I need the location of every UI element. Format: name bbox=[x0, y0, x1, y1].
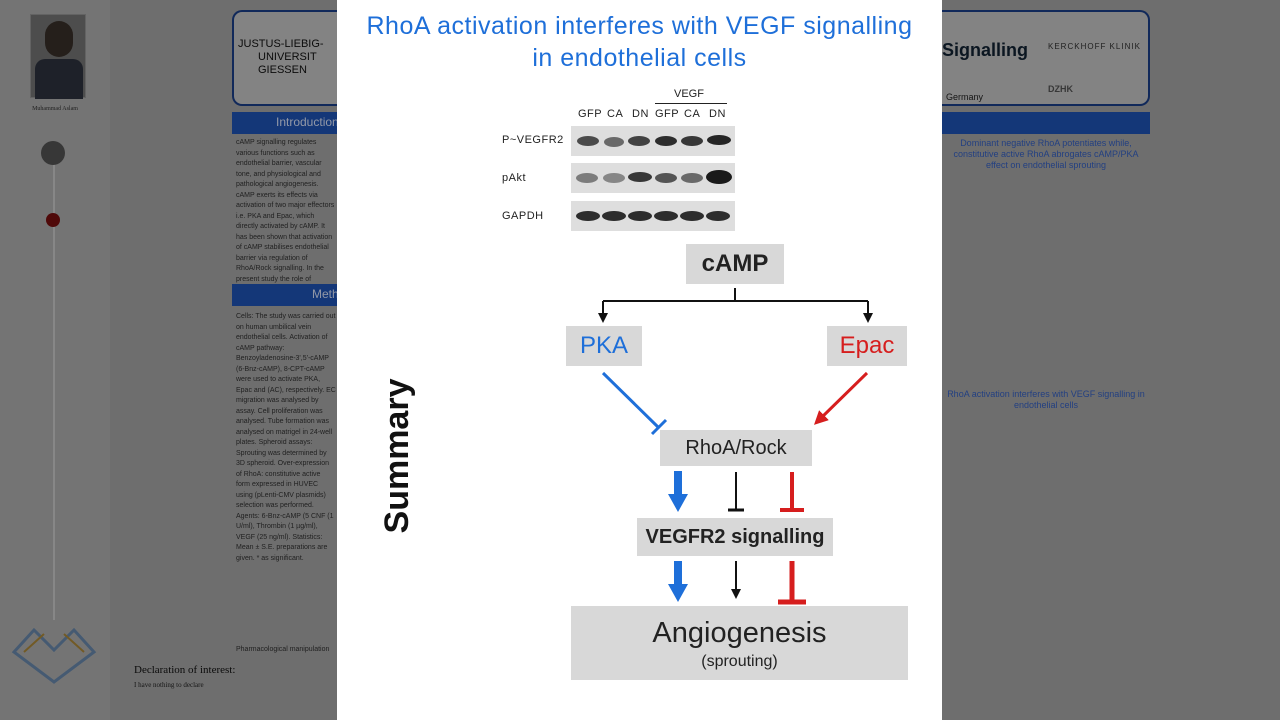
poster-header-right: Signalling Germany KERCKHOFF KLINIK DZHK bbox=[940, 10, 1150, 106]
poster-title-fragment: Signalling bbox=[942, 40, 1029, 60]
presenter-name: Muhammad Aslam bbox=[32, 106, 78, 112]
progress-track bbox=[53, 150, 55, 620]
slide-title-line: in endothelial cells bbox=[532, 44, 747, 72]
lane-label: CA bbox=[607, 108, 624, 120]
lane-label: DN bbox=[709, 108, 726, 120]
blot-row-label: P~VEGFR2 bbox=[502, 134, 564, 146]
blot-strip-pakt bbox=[571, 163, 735, 193]
vegfr2-node: VEGFR2 signalling bbox=[637, 518, 833, 556]
pharm-label: Pharmacological manipulation bbox=[236, 646, 330, 653]
lane-label: CA bbox=[684, 108, 701, 120]
camp-node: cAMP bbox=[686, 244, 784, 284]
nav-dot-active[interactable] bbox=[46, 213, 60, 227]
nav-dot[interactable] bbox=[41, 141, 65, 165]
rhoa-rock-node: RhoA/Rock bbox=[660, 430, 812, 466]
inhibit-pka-rhoa bbox=[601, 371, 661, 430]
pathway-diagram bbox=[598, 288, 873, 605]
blot-group-label: VEGF bbox=[674, 88, 704, 100]
kerckhoff-logo: KERCKHOFF KLINIK bbox=[1048, 42, 1141, 51]
university-line: GIESSEN bbox=[258, 64, 307, 76]
presenter-avatar bbox=[30, 14, 86, 99]
section-bar-right bbox=[940, 112, 1150, 134]
section-intro: Introduction bbox=[232, 112, 340, 134]
results-pane: Dominant negative RhoA potentiates while… bbox=[942, 138, 1150, 668]
blue-arrow-2 bbox=[668, 561, 688, 602]
blot-row-label: pAkt bbox=[502, 172, 527, 184]
network-logo bbox=[11, 627, 97, 684]
university-line: UNIVERSIT bbox=[258, 51, 317, 63]
slide-title-line: RhoA activation interferes with VEGF sig… bbox=[366, 12, 913, 40]
presenter-sidebar: Muhammad Aslam bbox=[0, 0, 110, 720]
methods-text: Cells: The study was carried out on huma… bbox=[236, 312, 336, 582]
epac-node: Epac bbox=[827, 326, 907, 366]
inhibit-pka-rhoa-bar bbox=[650, 418, 668, 436]
blot-strip-pvegfr2 bbox=[571, 126, 735, 156]
slide-title: RhoA activation interferes with VEGF sig… bbox=[337, 10, 942, 74]
lane-label: DN bbox=[632, 108, 649, 120]
zoomed-slide: RhoA activation interferes with VEGF sig… bbox=[337, 0, 942, 720]
arrow-epac-rhoa bbox=[813, 371, 869, 425]
university-logo: JUSTUS-LIEBIG- UNIVERSIT GIESSEN bbox=[232, 10, 342, 106]
angiogenesis-node: Angiogenesis (sprouting) bbox=[571, 606, 908, 680]
lane-label: GFP bbox=[655, 108, 680, 120]
blue-arrow-1 bbox=[668, 471, 688, 512]
pka-node: PKA bbox=[566, 326, 642, 366]
results-title-1: Dominant negative RhoA potentiates while… bbox=[953, 138, 1139, 170]
angiogenesis-title: Angiogenesis bbox=[652, 617, 827, 649]
blot-group-line bbox=[655, 103, 727, 104]
declaration-text: I have nothing to declare bbox=[134, 681, 204, 689]
blot-strip-gapdh bbox=[571, 201, 735, 231]
methods-paragraph: Cells: The study was carried out on huma… bbox=[236, 313, 336, 562]
lane-label: GFP bbox=[578, 108, 603, 120]
results-title-2: RhoA activation interferes with VEGF sig… bbox=[947, 389, 1145, 410]
university-line: JUSTUS-LIEBIG- bbox=[238, 38, 324, 50]
angiogenesis-subtitle: (sprouting) bbox=[701, 653, 778, 670]
dzhk-logo: DZHK bbox=[1048, 84, 1073, 94]
declaration-title: Declaration of interest: bbox=[134, 664, 236, 676]
blot-row-label: GAPDH bbox=[502, 210, 544, 222]
poster-affiliation: Germany bbox=[946, 92, 984, 102]
